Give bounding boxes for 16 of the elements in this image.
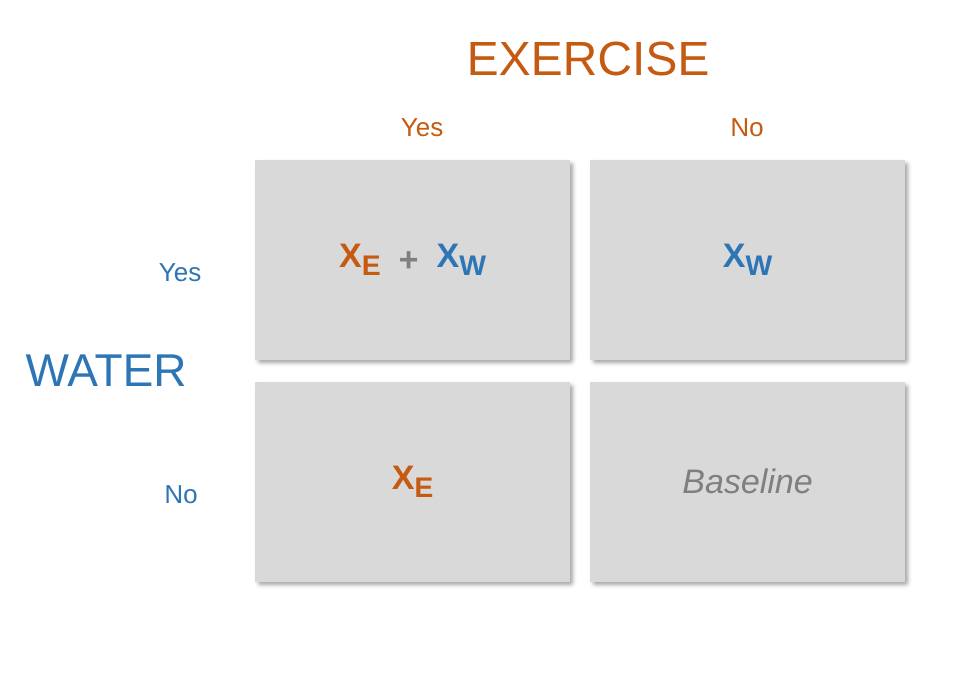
table-cell: [255, 382, 570, 582]
axis-title: EXERCISE: [466, 36, 710, 84]
axis-title: WATER: [26, 347, 186, 393]
table-cell: [590, 160, 905, 360]
column-header: No: [730, 114, 764, 140]
cell-text: Baseline: [682, 465, 813, 499]
variable-symbol: X$_{E}$: [392, 461, 434, 503]
plus-sign: +: [398, 243, 418, 277]
table-cell: [590, 382, 905, 582]
table-cell: [255, 160, 570, 360]
variable-symbol: X$_{W}$: [722, 239, 772, 281]
column-header: Yes: [400, 114, 444, 140]
row-header: No: [164, 481, 198, 507]
variable-symbol: X$_{E}$: [339, 239, 381, 281]
variable-symbol: X$_{W}$: [436, 239, 486, 281]
row-header: Yes: [158, 259, 202, 285]
